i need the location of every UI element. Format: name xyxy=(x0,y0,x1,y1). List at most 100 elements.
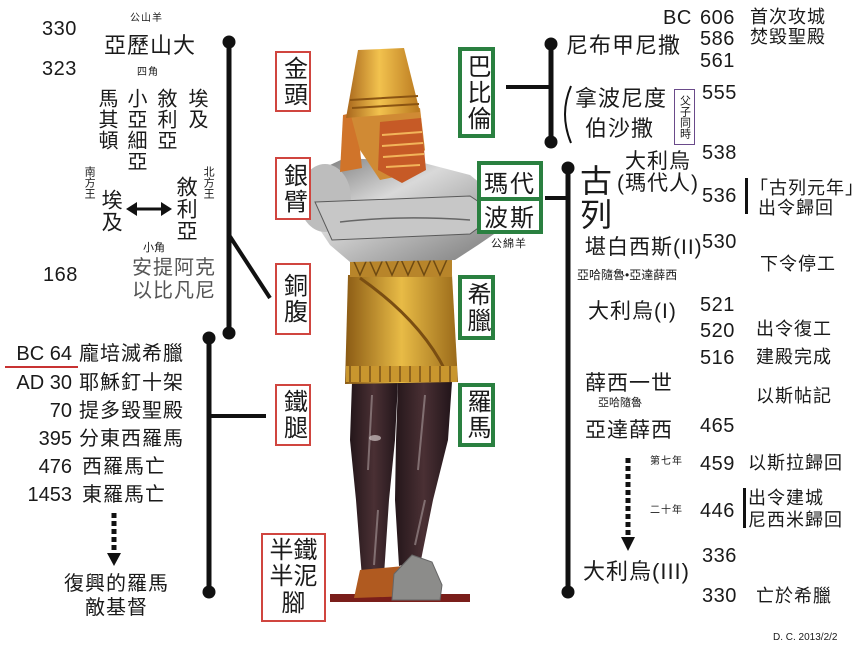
ram-label: 公綿羊 xyxy=(491,238,527,250)
event-note: 焚毀聖殿 xyxy=(750,27,826,47)
label-text: 銅腹 xyxy=(279,273,307,325)
year-label: 516 xyxy=(700,347,735,369)
event-note: 下令停工 xyxy=(760,254,836,274)
year-label: 465 xyxy=(700,415,735,437)
empire-babylon: 巴比倫 xyxy=(458,47,495,138)
north-king-label: 北方王 xyxy=(202,166,215,199)
twentieth-year-label: 二十年 xyxy=(650,505,683,516)
label-gold-head: 金頭 xyxy=(275,51,311,112)
coregency-badge: 父子同時 xyxy=(674,89,695,145)
kingdom-macedonia: 馬其頓 xyxy=(95,88,117,151)
year-label: 459 xyxy=(700,453,735,475)
bc-ad-divider xyxy=(5,366,78,368)
event-note: 出令建城 xyxy=(748,488,824,508)
bracket-paren xyxy=(564,85,572,144)
king-cambyses-alias: 亞哈隨魯•亞達薛西 xyxy=(577,268,678,282)
king-nebuchadnezzar: 尼布甲尼撒 xyxy=(566,33,682,58)
antichrist-label: 敵基督 xyxy=(85,597,148,619)
label-text: 腳 xyxy=(281,589,306,617)
year-label: 536 xyxy=(702,185,737,207)
era-label: BC xyxy=(663,7,692,29)
king-xerxes: 薛西一世 xyxy=(585,372,673,395)
four-horns-label: 四角 xyxy=(137,67,159,78)
label-iron-clay-feet: 半鐵 半泥 腳 xyxy=(261,533,326,622)
revived-rome-label: 復興的羅馬 xyxy=(64,573,169,595)
label-silver-arms: 銀臂 xyxy=(275,157,311,220)
event-note: 出令歸回 xyxy=(758,198,834,218)
event-text: 分東西羅馬 xyxy=(79,428,184,450)
persia-timeline-line xyxy=(545,161,575,599)
little-horn-label: 小角 xyxy=(143,242,165,254)
label-text: 巴比倫 xyxy=(463,53,490,132)
label-text: 鐵腿 xyxy=(279,389,307,441)
event-year: 476 xyxy=(38,456,72,478)
king-cyrus-char2: 列 xyxy=(580,197,613,233)
king-cyrus-char1: 古 xyxy=(580,163,613,199)
event-text: 提多毀聖殿 xyxy=(79,400,184,422)
year-label: 538 xyxy=(702,142,737,164)
event-text: 龐培滅希臘 xyxy=(79,343,184,365)
label-text: 銀臂 xyxy=(279,162,307,215)
label-text: 父子同時 xyxy=(678,95,691,139)
year-label: 330 xyxy=(42,18,77,40)
statue-image xyxy=(299,48,500,602)
king-cambyses: 堪白西斯(II) xyxy=(585,236,703,259)
king-belshazzar: 伯沙撒 xyxy=(585,116,655,141)
bracket-bar xyxy=(743,488,746,528)
antiochus-line2: 以比凡尼 xyxy=(132,280,216,302)
event-text: 耶穌釘十架 xyxy=(79,372,184,394)
dashed-down-arrow-icon xyxy=(107,513,121,566)
king-xerxes-alias: 亞哈隨魯 xyxy=(598,397,642,409)
year-label: 521 xyxy=(700,294,735,316)
rome-timeline-line xyxy=(202,331,266,599)
label-text: 半鐵 xyxy=(269,536,318,564)
label-text: 希臘 xyxy=(463,281,490,334)
label-iron-legs: 鐵腿 xyxy=(275,384,311,446)
event-note: 亡於希臘 xyxy=(756,586,832,606)
event-note: 尼西米歸回 xyxy=(748,510,843,530)
alexander-label: 亞歷山大 xyxy=(104,33,197,58)
label-text: 羅馬 xyxy=(463,389,490,441)
empire-rome: 羅馬 xyxy=(458,383,495,447)
author-credit: D. C. 2013/2/2 xyxy=(773,632,838,643)
year-label: 520 xyxy=(700,320,735,342)
event-text: 東羅馬亡 xyxy=(82,484,166,506)
year-label: 530 xyxy=(702,231,737,253)
king-darius-mede-note: (瑪代人) xyxy=(617,172,699,195)
king-nabonidus: 拿波尼度 xyxy=(575,86,668,111)
south-king-egypt: 埃及 xyxy=(99,189,123,233)
king-artaxerxes: 亞達薛西 xyxy=(585,419,673,442)
empire-persia: 波斯 xyxy=(477,197,543,234)
event-year: BC 64 xyxy=(16,343,72,365)
event-note: 首次攻城 xyxy=(750,7,826,27)
label-text: 瑪代 xyxy=(484,170,536,198)
year-label: 606 xyxy=(700,7,735,29)
empire-greece: 希臘 xyxy=(458,275,495,340)
bracket-bar xyxy=(745,178,748,214)
event-note: 以斯拉歸回 xyxy=(748,453,843,473)
south-king-label: 南方王 xyxy=(83,166,96,199)
event-note: 出令復工 xyxy=(756,319,832,339)
year-label: 336 xyxy=(702,545,737,567)
event-note: 建殿完成 xyxy=(756,347,832,367)
kingdom-asia-minor: 小亞細亞 xyxy=(124,88,146,172)
event-year: 70 xyxy=(49,400,72,422)
double-arrow-icon xyxy=(126,202,172,216)
antiochus-line1: 安提阿克 xyxy=(132,257,216,279)
goat-label: 公山羊 xyxy=(130,13,163,24)
event-note: 「古列元年」 xyxy=(750,178,864,198)
babylon-timeline-line xyxy=(506,37,572,149)
king-darius-3: 大利烏(III) xyxy=(583,559,690,584)
event-year: AD 30 xyxy=(16,372,72,394)
king-darius-1: 大利烏(I) xyxy=(588,300,677,323)
empire-medes: 瑪代 xyxy=(477,161,543,201)
kingdom-syria: 敘利亞 xyxy=(154,88,176,151)
greece-timeline-line xyxy=(222,35,272,340)
event-text: 西羅馬亡 xyxy=(82,456,166,478)
dashed-down-arrow-icon xyxy=(621,458,635,551)
event-note: 以斯帖記 xyxy=(756,386,832,406)
king-darius-mede: 大利烏 xyxy=(625,150,691,173)
event-year: 1453 xyxy=(27,484,73,506)
